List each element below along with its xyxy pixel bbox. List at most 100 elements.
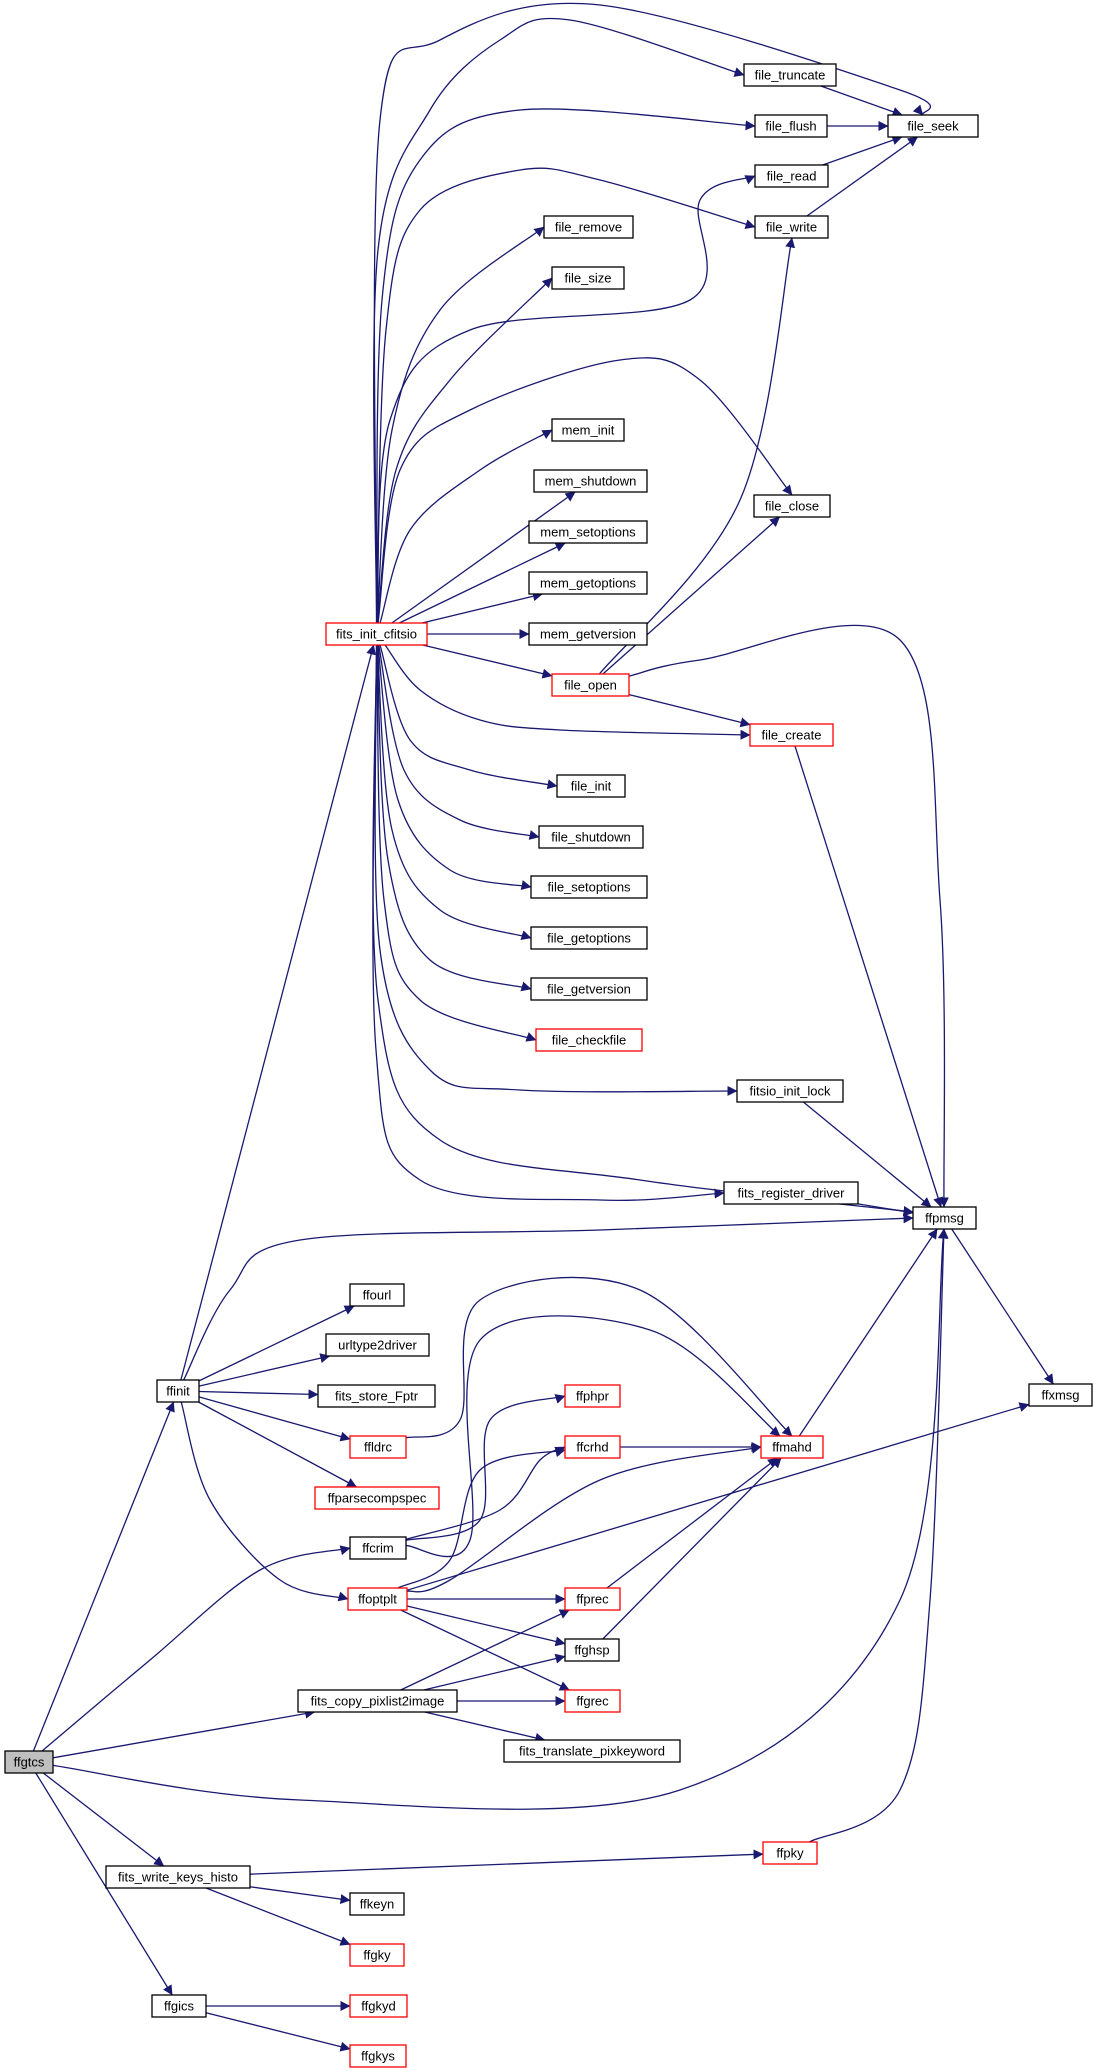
node-fitsio_init_lock[interactable]: fitsio_init_lock (736, 1079, 844, 1103)
node-urltype2driver[interactable]: urltype2driver (325, 1333, 430, 1357)
node-file_read[interactable]: file_read (754, 164, 829, 188)
node-file_init[interactable]: file_init (556, 774, 626, 798)
node-box-ffpky (762, 1841, 818, 1865)
node-label-file_checkfile: file_checkfile (552, 1033, 626, 1048)
node-ffparsecompspec[interactable]: ffparsecompspec (314, 1486, 440, 1510)
edge-fits_init_cfitsio-to-file_write (376, 167, 756, 624)
node-fits_register_driver[interactable]: fits_register_driver (723, 1181, 859, 1205)
node-mem_getversion[interactable]: mem_getversion (528, 622, 648, 646)
node-fits_store_Fptr[interactable]: fits_store_Fptr (317, 1384, 436, 1408)
node-label-ffpky: ffpky (776, 1846, 804, 1861)
node-file_flush[interactable]: file_flush (754, 114, 828, 138)
node-label-ffcrhd: ffcrhd (576, 1440, 608, 1455)
node-file_getoptions[interactable]: file_getoptions (530, 926, 648, 950)
node-mem_getoptions[interactable]: mem_getoptions (528, 571, 648, 595)
node-file_getversion[interactable]: file_getversion (530, 977, 648, 1001)
node-box-ffxmsg (1028, 1383, 1093, 1407)
edge-fits_register_driver-to-ffpmsg (857, 1203, 914, 1217)
node-box-file_write (754, 215, 829, 239)
node-fits_init_cfitsio[interactable]: fits_init_cfitsio (325, 622, 428, 646)
node-box-mem_getversion (528, 622, 648, 646)
node-file_open[interactable]: file_open (551, 673, 630, 697)
node-box-file_shutdown (538, 825, 644, 849)
node-file_create[interactable]: file_create (749, 723, 834, 747)
edge-ffprec-to-ffmahd (606, 1457, 778, 1589)
node-file_remove[interactable]: file_remove (543, 215, 634, 239)
node-file_seek[interactable]: file_seek (887, 114, 979, 138)
node-ffcrim[interactable]: ffcrim (349, 1536, 407, 1560)
edge-ffghsp-to-ffmahd (602, 1457, 782, 1640)
node-ffgkys[interactable]: ffgkys (349, 2044, 407, 2068)
node-file_truncate[interactable]: file_truncate (743, 63, 837, 87)
node-label-ffgkys: ffgkys (361, 2049, 395, 2064)
node-label-ffgics: ffgics (164, 1999, 195, 2014)
node-label-fits_init_cfitsio: fits_init_cfitsio (336, 627, 417, 642)
node-label-file_getversion: file_getversion (547, 982, 631, 997)
node-ffgkyd[interactable]: ffgkyd (349, 1994, 408, 2018)
edge-file_truncate-to-file_seek (820, 85, 903, 117)
node-fits_translate_pixkeyword[interactable]: fits_translate_pixkeyword (503, 1739, 681, 1763)
node-ffmahd[interactable]: ffmahd (760, 1435, 824, 1459)
edge-ffgtcs-to-ffcrim (41, 1545, 351, 1752)
edge-ffinit-to-ffparsecompspec (198, 1401, 357, 1488)
node-mem_shutdown[interactable]: mem_shutdown (533, 469, 648, 493)
node-label-ffparsecompspec: ffparsecompspec (328, 1491, 427, 1506)
node-box-file_getoptions (530, 926, 648, 950)
node-ffpmsg[interactable]: ffpmsg (912, 1206, 977, 1230)
node-label-fits_register_driver: fits_register_driver (738, 1186, 846, 1201)
edge-fits_copy_pixlist2image-to-fits_translate_pixkeyword (424, 1711, 546, 1743)
node-box-ffldrc (349, 1435, 407, 1459)
node-ffkeyn[interactable]: ffkeyn (349, 1892, 405, 1916)
edge-ffpmsg-to-ffxmsg (951, 1228, 1054, 1385)
node-ffghsp[interactable]: ffghsp (564, 1638, 620, 1662)
node-file_checkfile[interactable]: file_checkfile (535, 1028, 643, 1052)
edge-file_open-to-file_create (628, 693, 751, 728)
node-ffgky[interactable]: ffgky (349, 1943, 405, 1967)
node-ffourl[interactable]: ffourl (349, 1283, 405, 1307)
node-ffxmsg[interactable]: ffxmsg (1028, 1383, 1093, 1407)
node-ffprec[interactable]: ffprec (564, 1587, 621, 1611)
node-label-ffpmsg: ffpmsg (925, 1211, 964, 1226)
node-box-ffparsecompspec (314, 1486, 440, 1510)
node-ffldrc[interactable]: ffldrc (349, 1435, 407, 1459)
node-ffinit[interactable]: ffinit (156, 1379, 200, 1403)
node-ffcrhd[interactable]: ffcrhd (564, 1435, 621, 1459)
node-label-file_setoptions: file_setoptions (547, 880, 631, 895)
edge-fits_init_cfitsio-to-file_seek (373, 2, 931, 624)
node-ffoptplt[interactable]: ffoptplt (347, 1587, 408, 1611)
node-label-ffoptplt: ffoptplt (358, 1592, 397, 1607)
node-file_shutdown[interactable]: file_shutdown (538, 825, 644, 849)
node-box-mem_init (551, 418, 625, 442)
node-label-ffgtcs: ffgtcs (14, 1755, 45, 1770)
node-box-fits_register_driver (723, 1181, 859, 1205)
node-ffgrec[interactable]: ffgrec (564, 1689, 621, 1713)
node-box-ffgky (349, 1943, 405, 1967)
node-mem_init[interactable]: mem_init (551, 418, 625, 442)
edge-ffcrim-to-ffmahd (405, 1315, 781, 1558)
node-label-file_flush: file_flush (765, 119, 816, 134)
node-label-file_write: file_write (766, 220, 817, 235)
node-ffpky[interactable]: ffpky (762, 1841, 818, 1865)
node-file_write[interactable]: file_write (754, 215, 829, 239)
node-box-file_init (556, 774, 626, 798)
node-label-fits_translate_pixkeyword: fits_translate_pixkeyword (519, 1744, 665, 1759)
node-file_size[interactable]: file_size (551, 266, 625, 290)
node-box-file_open (551, 673, 630, 697)
edge-fits_init_cfitsio-to-file_flush (376, 108, 756, 624)
edge-file_create-to-ffpmsg (794, 745, 943, 1208)
edge-fits_copy_pixlist2image-to-ffprec (400, 1609, 570, 1691)
node-mem_setoptions[interactable]: mem_setoptions (528, 520, 648, 544)
edge-ffpky-to-ffpmsg (808, 1228, 949, 1843)
node-label-mem_init: mem_init (562, 423, 615, 438)
node-file_close[interactable]: file_close (753, 494, 831, 518)
node-box-ffcrim (349, 1536, 407, 1560)
node-label-file_seek: file_seek (907, 119, 959, 134)
node-file_setoptions[interactable]: file_setoptions (530, 875, 648, 899)
node-ffgics[interactable]: ffgics (151, 1994, 207, 2018)
node-fits_write_keys_histo[interactable]: fits_write_keys_histo (105, 1865, 251, 1889)
node-ffphpr[interactable]: ffphpr (564, 1384, 621, 1408)
edge-ffinit-to-fits_store_Fptr (198, 1389, 319, 1400)
node-fits_copy_pixlist2image[interactable]: fits_copy_pixlist2image (297, 1689, 458, 1713)
edge-ffoptplt-to-ffxmsg (406, 1402, 1030, 1591)
